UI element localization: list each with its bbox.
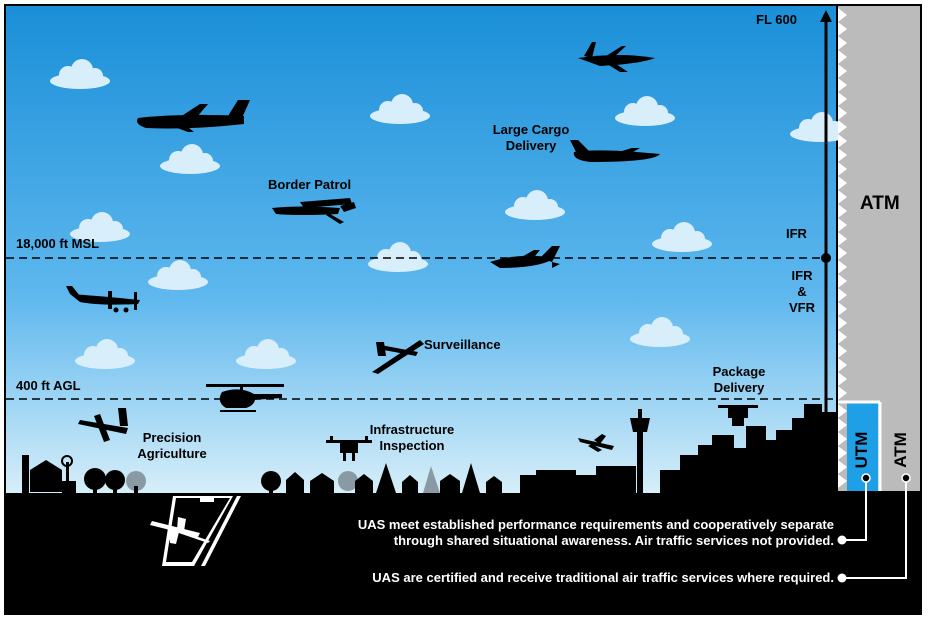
- agriculture-line-1: Precision: [142, 430, 202, 445]
- cessna-icon: [150, 517, 210, 544]
- sky: [6, 6, 836, 493]
- infrastructure-line-1: Infrastructure: [369, 422, 455, 437]
- bizjet-icon: [578, 42, 655, 72]
- msl-altitude-label: 18,000 ft MSL: [16, 236, 100, 251]
- atm-vertical-label: ATM: [891, 432, 910, 468]
- ground-label: Ground: [763, 481, 810, 496]
- atm-label: ATM: [860, 193, 900, 214]
- quadcopter-icon: [326, 436, 372, 461]
- msl-marker: [821, 253, 831, 263]
- ground: [6, 493, 920, 613]
- package-delivery-line-2: Delivery: [713, 380, 765, 395]
- callout-lines: [842, 478, 907, 579]
- jet-icon: [578, 434, 614, 452]
- quadcopter-icon: [718, 405, 758, 426]
- atm-panel-edge: [838, 8, 847, 400]
- helicopter-icon: [206, 384, 284, 412]
- large-cargo-label: Large Cargo Delivery: [476, 122, 586, 154]
- agriculture-label: Precision Agriculture: [122, 430, 222, 462]
- ifr-vfr-line-3: VFR: [789, 300, 815, 315]
- control-tower-icon: [630, 409, 650, 493]
- drone-icon: [372, 340, 424, 374]
- barn-icon: [30, 460, 62, 492]
- panel-dots: [861, 473, 911, 483]
- cessna-icon: [66, 286, 140, 313]
- large-cargo-line-2: Delivery: [505, 138, 557, 153]
- package-delivery-label: Package Delivery: [694, 364, 784, 396]
- agriculture-line-2: Agriculture: [137, 446, 207, 461]
- infrastructure-label: Infrastructure Inspection: [352, 422, 472, 454]
- package-delivery-line-1: Package: [712, 364, 766, 379]
- infrastructure-line-2: Inspection: [379, 438, 445, 453]
- surveillance-label: Surveillance: [424, 337, 501, 352]
- border-patrol-label: Border Patrol: [268, 177, 352, 192]
- agl-altitude-label: 400 ft AGL: [16, 378, 81, 393]
- airborne-vehicles: [66, 42, 758, 461]
- large-cargo-line-1: Large Cargo: [492, 122, 570, 137]
- drone-icon: [78, 408, 128, 442]
- ground-silhouettes: [22, 404, 836, 493]
- top-altitude-label: FL 600: [756, 12, 797, 27]
- axis-arrow-icon: [820, 10, 832, 22]
- airliner-icon: [137, 100, 250, 132]
- utm-label: UTM: [852, 431, 871, 469]
- utm-note-line-1: UAS meet established performance require…: [357, 517, 834, 532]
- tree-icon: [84, 463, 480, 493]
- ifr-label: IFR: [786, 226, 807, 241]
- city-skyline-icon: [520, 404, 836, 493]
- cargo-plane-icon: [570, 140, 660, 162]
- silo-icon: [22, 455, 29, 493]
- ifr-vfr-label: IFR & VFR: [784, 268, 820, 316]
- ifr-vfr-line-2: &: [797, 284, 807, 299]
- runway-icon: [162, 496, 241, 566]
- atm-note: UAS are certified and receive traditiona…: [372, 570, 834, 585]
- windmill-icon: [61, 455, 73, 493]
- drone-icon: [272, 198, 356, 224]
- utm-panel-edge: [838, 404, 847, 488]
- callout-dots: [837, 535, 847, 583]
- jet-icon: [490, 246, 560, 268]
- ifr-vfr-line-1: IFR: [791, 268, 813, 283]
- utm-note-line-2: through shared situational awareness. Ai…: [393, 533, 834, 548]
- house-icon: [286, 472, 502, 493]
